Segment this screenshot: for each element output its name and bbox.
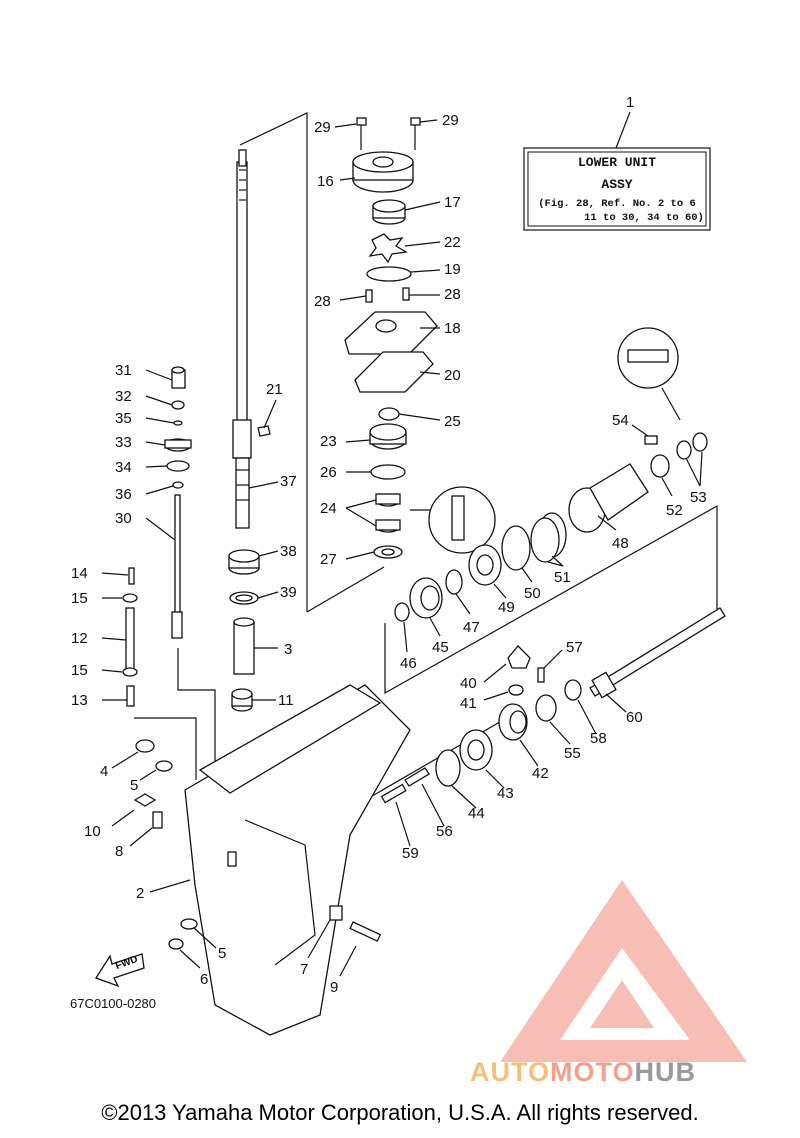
- info-box-ref-label: 1: [626, 94, 634, 111]
- callout-26: 26: [320, 464, 337, 481]
- callout-23: 23: [320, 433, 337, 450]
- callout-6: 6: [200, 971, 208, 988]
- callout-51: 51: [554, 569, 571, 586]
- callout-54: 54: [612, 412, 629, 429]
- callout-56: 56: [436, 823, 453, 840]
- info-box-line-3: (Fig. 28, Ref. No. 2 to 6: [538, 198, 696, 210]
- watermark-logo: [500, 880, 747, 1062]
- callout-38: 38: [280, 543, 297, 560]
- callout-42: 42: [532, 765, 549, 782]
- callout-10: 10: [84, 823, 101, 840]
- driveshaft-bearing-parts: [228, 549, 260, 712]
- callout-11: 11: [278, 692, 294, 709]
- callout-12: 12: [71, 630, 88, 647]
- callout-32: 32: [115, 388, 132, 405]
- watermark-part-hub: HUB: [634, 1057, 697, 1087]
- callout-47: 47: [463, 619, 480, 636]
- water-pump-stack: [344, 117, 496, 559]
- callout-58: 58: [590, 730, 607, 747]
- callout-35: 35: [115, 410, 132, 427]
- callout-60: 60: [626, 709, 643, 726]
- callout-18: 18: [444, 320, 461, 337]
- drive-shaft: [232, 149, 252, 529]
- shift-rod-stack: [122, 366, 192, 707]
- callout-7: 7: [300, 961, 308, 978]
- lower-unit-info-box: [523, 111, 711, 231]
- copyright-text: ©2013 Yamaha Motor Corporation, U.S.A. A…: [101, 1100, 699, 1125]
- callout-34: 34: [115, 459, 132, 476]
- propeller-shaft-group: [380, 327, 726, 804]
- watermark-brand: AUTOMOTOHUB: [470, 1057, 696, 1088]
- callout-43: 43: [497, 785, 514, 802]
- lower-housing: [184, 684, 411, 1036]
- callout-28a: 28: [314, 293, 331, 310]
- callout-3: 3: [284, 641, 292, 658]
- callout-50: 50: [524, 585, 541, 602]
- callout-16: 16: [317, 173, 334, 190]
- housing-fasteners: [133, 739, 382, 950]
- callout-45: 45: [432, 639, 449, 656]
- callout-24: 24: [320, 500, 337, 517]
- info-box-line-2: ASSY: [601, 177, 632, 192]
- callout-57: 57: [566, 639, 583, 656]
- watermark-part-auto: AUTO: [470, 1057, 551, 1087]
- callout-5b: 5: [218, 945, 226, 962]
- callout-29a: 29: [314, 119, 331, 136]
- callout-2: 2: [136, 885, 144, 902]
- callout-13: 13: [71, 692, 88, 709]
- callout-33: 33: [115, 434, 132, 451]
- callout-5a: 5: [130, 777, 138, 794]
- callout-37: 37: [280, 473, 297, 490]
- callout-39: 39: [280, 584, 297, 601]
- callout-15b: 15: [71, 662, 88, 679]
- callout-15a: 15: [71, 590, 88, 607]
- callout-20: 20: [444, 367, 461, 384]
- callout-9: 9: [330, 979, 338, 996]
- callout-46: 46: [400, 655, 417, 672]
- callout-40: 40: [460, 675, 477, 692]
- callout-14: 14: [71, 565, 88, 582]
- callout-49: 49: [498, 599, 515, 616]
- callout-22: 22: [444, 234, 461, 251]
- callout-17: 17: [444, 194, 461, 211]
- callout-30: 30: [115, 510, 132, 527]
- info-box-line-1: LOWER UNIT: [578, 155, 656, 170]
- info-box-line-4: 11 to 30, 34 to 60): [584, 212, 704, 224]
- diagram-code: 67C0100-0280: [70, 996, 156, 1011]
- watermark-part-moto: MOTO: [550, 1057, 635, 1087]
- callout-31: 31: [115, 362, 132, 379]
- callout-41: 41: [460, 695, 477, 712]
- fwd-arrow-icon: [95, 953, 145, 988]
- callout-44: 44: [468, 805, 485, 822]
- callout-28b: 28: [444, 286, 461, 303]
- callout-25: 25: [444, 413, 461, 430]
- callout-leader-lines: [101, 119, 703, 977]
- callout-29b: 29: [442, 112, 459, 129]
- callout-52: 52: [666, 502, 683, 519]
- callout-4: 4: [100, 763, 108, 780]
- callout-21: 21: [266, 381, 283, 398]
- callout-8: 8: [115, 843, 123, 860]
- callout-55: 55: [564, 745, 581, 762]
- callout-48: 48: [612, 535, 629, 552]
- callout-36: 36: [115, 486, 132, 503]
- callout-59: 59: [402, 845, 419, 862]
- callout-27: 27: [320, 551, 337, 568]
- callout-53: 53: [690, 489, 707, 506]
- callout-19: 19: [444, 261, 461, 278]
